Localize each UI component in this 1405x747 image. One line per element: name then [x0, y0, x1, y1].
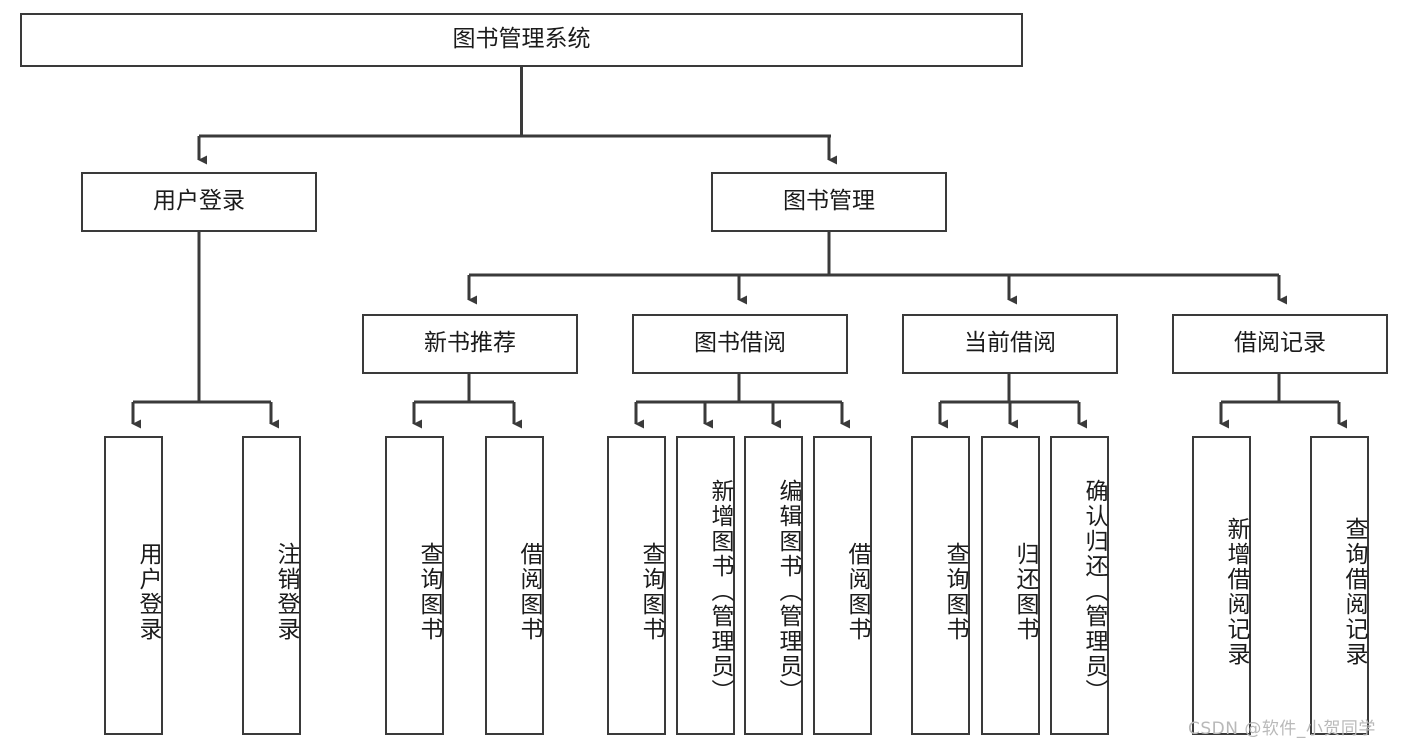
leaf-query-book-2-label: 查询图书 — [638, 541, 664, 642]
leaf-borrow-book-1-label: 借阅图书 — [516, 541, 542, 642]
leaf-add-record[interactable]: 新增借阅记录 — [1192, 436, 1251, 735]
leaf-query-book-3[interactable]: 查询图书 — [911, 436, 970, 735]
leaf-query-book-2[interactable]: 查询图书 — [607, 436, 666, 735]
node-book-borrow-label: 图书借阅 — [694, 330, 786, 357]
node-new-book-recommend-label: 新书推荐 — [424, 330, 516, 357]
leaf-logout-label: 注销登录 — [273, 541, 299, 642]
node-new-book-recommend[interactable]: 新书推荐 — [362, 314, 578, 374]
leaf-return-book-label: 归还图书 — [1012, 541, 1038, 642]
node-root[interactable]: 图书管理系统 — [20, 13, 1023, 67]
leaf-query-record[interactable]: 查询借阅记录 — [1310, 436, 1369, 735]
leaf-query-book-1[interactable]: 查询图书 — [385, 436, 444, 735]
leaf-add-book-label: 新增图书（管理员） — [707, 479, 733, 704]
leaf-confirm-return-label: 确认归还（管理员） — [1081, 479, 1107, 704]
leaf-user-login[interactable]: 用户登录 — [104, 436, 163, 735]
node-current-borrow-label: 当前借阅 — [964, 330, 1056, 357]
node-book-management[interactable]: 图书管理 — [711, 172, 947, 232]
leaf-logout[interactable]: 注销登录 — [242, 436, 301, 735]
node-root-label: 图书管理系统 — [452, 26, 591, 53]
node-user-login[interactable]: 用户登录 — [81, 172, 317, 232]
node-book-borrow[interactable]: 图书借阅 — [632, 314, 848, 374]
leaf-borrow-book-2[interactable]: 借阅图书 — [813, 436, 872, 735]
node-book-management-label: 图书管理 — [783, 188, 875, 215]
watermark-text: CSDN @软件_小贺同学 — [1188, 719, 1376, 739]
leaf-query-book-1-label: 查询图书 — [416, 541, 442, 642]
leaf-query-record-label: 查询借阅记录 — [1341, 516, 1367, 667]
leaf-user-login-label: 用户登录 — [135, 541, 161, 642]
leaf-borrow-book-2-label: 借阅图书 — [844, 541, 870, 642]
leaf-query-book-3-label: 查询图书 — [942, 541, 968, 642]
node-current-borrow[interactable]: 当前借阅 — [902, 314, 1118, 374]
leaf-borrow-book-1[interactable]: 借阅图书 — [485, 436, 544, 735]
leaf-edit-book-label: 编辑图书（管理员） — [775, 479, 801, 704]
node-borrow-record-label: 借阅记录 — [1234, 330, 1326, 357]
node-borrow-record[interactable]: 借阅记录 — [1172, 314, 1388, 374]
leaf-add-book[interactable]: 新增图书（管理员） — [676, 436, 735, 735]
leaf-edit-book[interactable]: 编辑图书（管理员） — [744, 436, 803, 735]
leaf-return-book[interactable]: 归还图书 — [981, 436, 1040, 735]
node-user-login-label: 用户登录 — [153, 188, 245, 215]
leaf-add-record-label: 新增借阅记录 — [1223, 516, 1249, 667]
leaf-confirm-return[interactable]: 确认归还（管理员） — [1050, 436, 1109, 735]
